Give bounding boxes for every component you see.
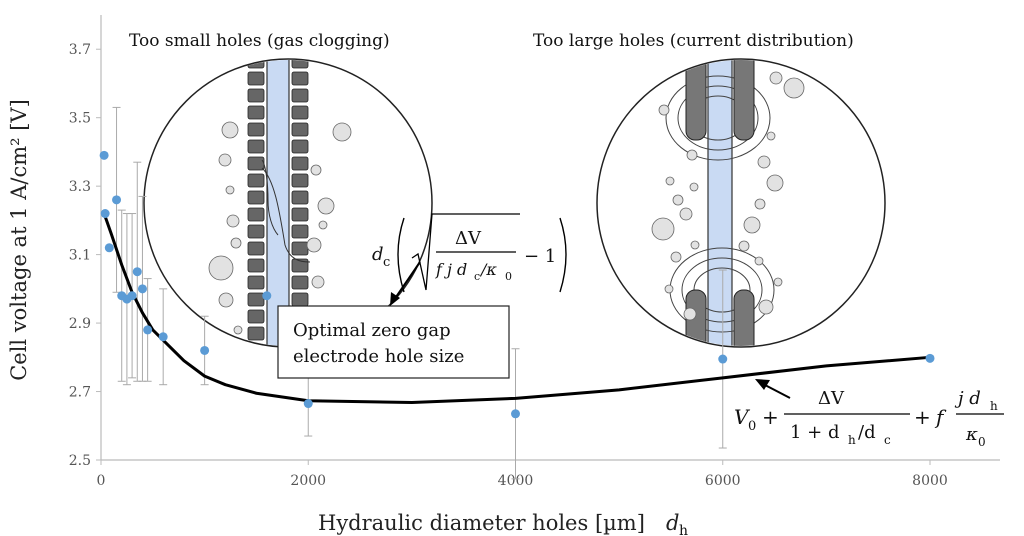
formula-opt-d-sub: c	[383, 255, 390, 270]
electrode-small-left	[247, 60, 265, 346]
data-point-2	[104, 243, 114, 253]
formula-den-1: 1 + d	[790, 422, 840, 443]
formula-kappa: κ	[965, 424, 978, 445]
y-tick-label-0: 2.5	[69, 453, 91, 469]
optimal-annotation: Optimal zero gap electrode hole size	[277, 261, 510, 379]
curve-arrow-line	[764, 384, 791, 399]
x-tick-label-0: 0	[97, 473, 106, 489]
inset-large-title: Too large holes (current distribution)	[533, 31, 854, 51]
optimal-box	[277, 305, 510, 379]
axes: 0 2000 4000 6000 8000 2.5 2.7 2.9 3.1 3.3 3.5 3.7	[69, 15, 1000, 489]
x-tick-label-4: 8000	[912, 473, 948, 489]
y-tick-label-3: 3.1	[69, 248, 91, 264]
y-tick-label-1: 2.7	[69, 385, 91, 401]
inset-small-holes	[143, 58, 433, 348]
data-point-12	[262, 291, 272, 301]
data-point-14	[511, 409, 520, 419]
formula-den-1-d: /d	[858, 422, 876, 443]
data-point-3	[112, 195, 122, 205]
data-points	[99, 150, 935, 419]
formula-opt-lparen	[397, 217, 405, 293]
curve-arrow-head	[755, 379, 770, 390]
inset-large-holes	[596, 58, 886, 348]
data-point-1	[100, 209, 110, 219]
formula-jd: j d	[954, 388, 981, 409]
formula-optimal: d c ΔV f j d c /κ 0 − 1	[372, 213, 567, 293]
formula-den-1-h: h	[848, 433, 856, 447]
y-tick-label-4: 3.3	[69, 179, 91, 195]
x-tick-label-1: 2000	[290, 473, 326, 489]
formula-opt-kappa-sub: 0	[505, 270, 512, 283]
data-point-13	[303, 399, 313, 409]
formula-opt-rparen	[559, 217, 567, 293]
x-axis-symbol-sub: h	[679, 523, 688, 536]
formula-opt-den: f j d	[435, 260, 467, 279]
y-tick-label-5: 3.5	[69, 111, 91, 127]
data-point-6	[127, 291, 137, 301]
bubbles-large	[651, 71, 805, 321]
data-point-10	[158, 332, 168, 342]
x-ticks: 0 2000 4000 6000 8000	[97, 460, 948, 489]
x-axis-symbol: d	[666, 511, 679, 535]
formula-opt-den-sub: c	[474, 270, 480, 283]
formula-V: V	[734, 405, 751, 429]
x-tick-label-3: 6000	[705, 473, 741, 489]
fit-curve	[102, 213, 931, 404]
formula-curve: V 0 + ΔV 1 + d h /d c + f j d h κ 0	[734, 379, 1004, 449]
x-axis-label: Hydraulic diameter holes [µm]	[318, 511, 645, 535]
data-point-7	[132, 267, 142, 277]
x-axis-title: Hydraulic diameter holes [µm] d h	[318, 511, 688, 536]
formula-opt-dV: ΔV	[455, 228, 482, 249]
formula-opt-minus-one: − 1	[524, 246, 556, 267]
data-point-9	[143, 325, 153, 335]
formula-plus-2: +	[914, 405, 931, 429]
y-tick-label-2: 2.9	[69, 316, 91, 332]
data-point-16	[925, 353, 935, 363]
data-point-11	[200, 345, 210, 355]
x-tick-label-2: 4000	[498, 473, 534, 489]
optimal-arrow-line	[393, 261, 421, 301]
formula-opt-d: d	[372, 244, 384, 265]
optimal-box-line1: Optimal zero gap	[293, 320, 451, 341]
formula-dV: ΔV	[818, 388, 845, 409]
membrane-small	[267, 60, 289, 346]
formula-jd-sub: h	[990, 399, 998, 413]
formula-kappa-sub: 0	[978, 435, 986, 449]
optimal-arrow-head	[390, 292, 400, 306]
formula-f: f	[934, 405, 947, 429]
inset-small-title: Too small holes (gas clogging)	[129, 31, 390, 51]
membrane-large	[708, 60, 732, 346]
formula-den-1-c: c	[884, 433, 891, 447]
data-point-15	[718, 354, 728, 364]
formula-plus-1: +	[762, 405, 779, 429]
formula-opt-sqrt	[411, 213, 520, 291]
data-point-8	[137, 284, 147, 294]
y-axis-label: Cell voltage at 1 A/cm² [V]	[7, 99, 31, 381]
inset-large-circle	[596, 58, 886, 348]
formula-V-sub: 0	[748, 419, 756, 434]
y-tick-label-6: 3.7	[69, 42, 91, 58]
data-point-0	[99, 150, 109, 160]
optimal-box-line2: electrode hole size	[293, 346, 464, 367]
formula-opt-kappa: /κ	[479, 260, 497, 279]
y-ticks: 2.5 2.7 2.9 3.1 3.3 3.5 3.7	[69, 42, 101, 469]
